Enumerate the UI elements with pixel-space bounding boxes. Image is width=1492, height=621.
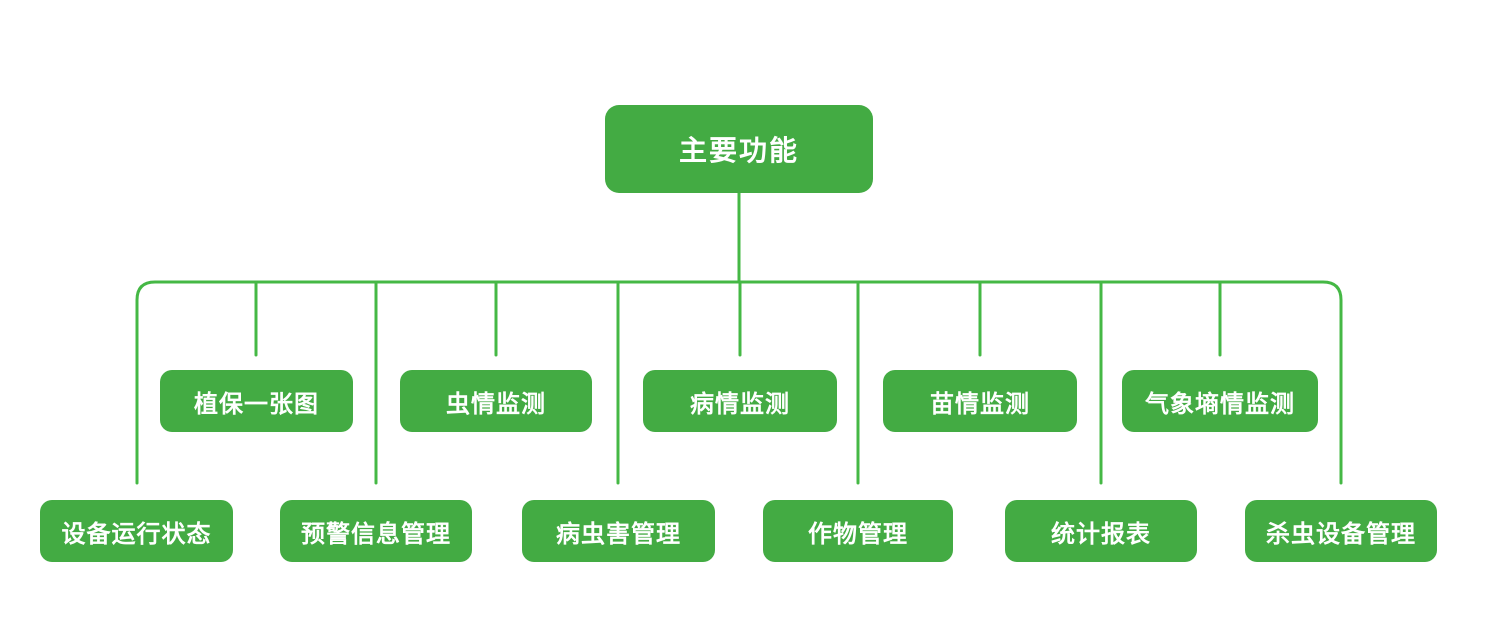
node-weather-soil-moisture-monitoring: 气象墒情监测 xyxy=(1122,370,1318,432)
node-seedling-monitoring: 苗情监测 xyxy=(883,370,1077,432)
node-warning-info-management: 预警信息管理 xyxy=(280,500,472,562)
node-device-running-status: 设备运行状态 xyxy=(40,500,233,562)
node-insecticidal-device-management: 杀虫设备管理 xyxy=(1245,500,1437,562)
node-disease-monitoring: 病情监测 xyxy=(643,370,837,432)
node-plant-protection-map: 植保一张图 xyxy=(160,370,353,432)
node-pest-management: 病虫害管理 xyxy=(522,500,715,562)
node-statistical-reports: 统计报表 xyxy=(1005,500,1197,562)
node-insect-monitoring: 虫情监测 xyxy=(400,370,592,432)
node-root-main-functions: 主要功能 xyxy=(605,105,873,193)
connector-group xyxy=(135,191,1343,485)
node-crop-management: 作物管理 xyxy=(763,500,953,562)
